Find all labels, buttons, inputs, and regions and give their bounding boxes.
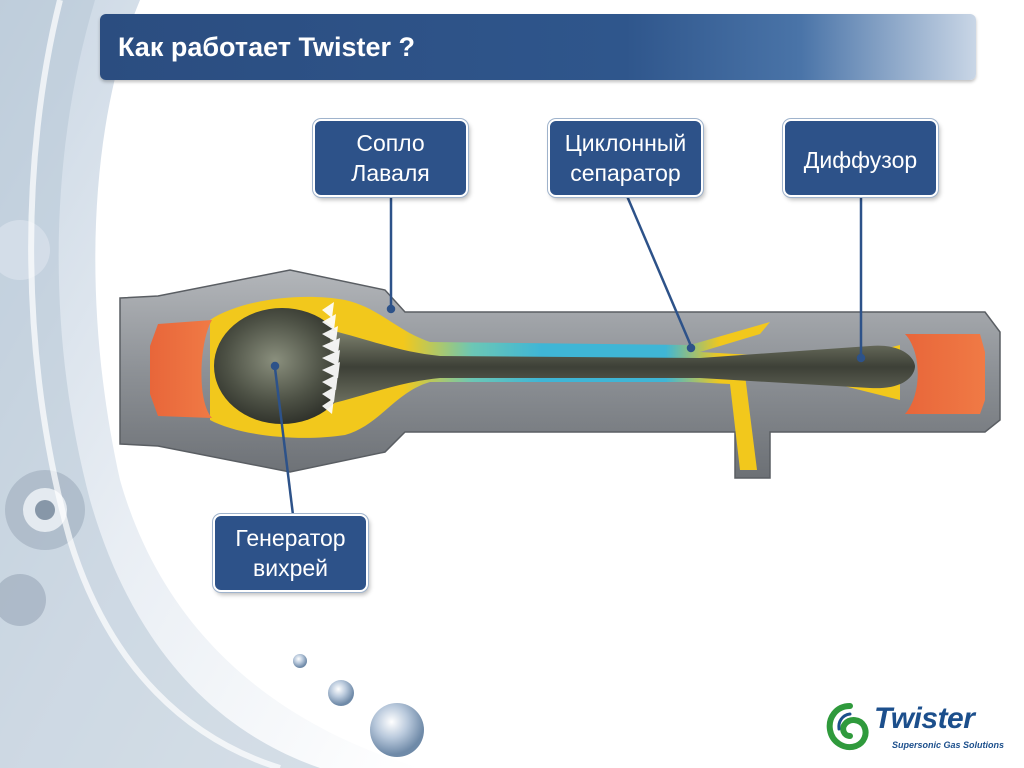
central-spindle [330, 330, 915, 404]
callout-laval-nozzle: Сопло Лаваля [313, 119, 468, 197]
bubble-small [293, 654, 307, 668]
vortex-blades [322, 302, 340, 414]
callout-cyclone-separator: Циклонный сепаратор [548, 119, 703, 197]
page-title: Как работает Twister ? [118, 32, 415, 62]
swirl-icon [826, 703, 869, 750]
callout-line: сепаратор [570, 160, 681, 186]
callout-line: Диффузор [803, 147, 918, 173]
title-bar: Как работает Twister ? [100, 14, 976, 80]
logo-name: Twister [874, 702, 975, 735]
callout-line: Циклонный [564, 130, 687, 156]
bubble-large [370, 703, 424, 757]
outlet-zone [905, 334, 985, 414]
callout-line: Лаваля [351, 160, 430, 186]
callout-diffuser: Диффузор [783, 119, 938, 197]
twister-logo: Twister Supersonic Gas Solutions [826, 700, 1016, 756]
gas-flow-channel [210, 296, 900, 470]
inlet-zone [150, 320, 212, 418]
leader-lines [270, 195, 866, 516]
callout-line: Сопло [356, 130, 425, 156]
callout-line: Генератор [235, 525, 346, 551]
vortex-core [214, 308, 350, 424]
logo-tagline: Supersonic Gas Solutions [892, 740, 1005, 750]
callout-line: вихрей [253, 555, 328, 581]
callout-vortex-generator: Генератор вихрей [213, 514, 368, 592]
bubble-medium [328, 680, 354, 706]
